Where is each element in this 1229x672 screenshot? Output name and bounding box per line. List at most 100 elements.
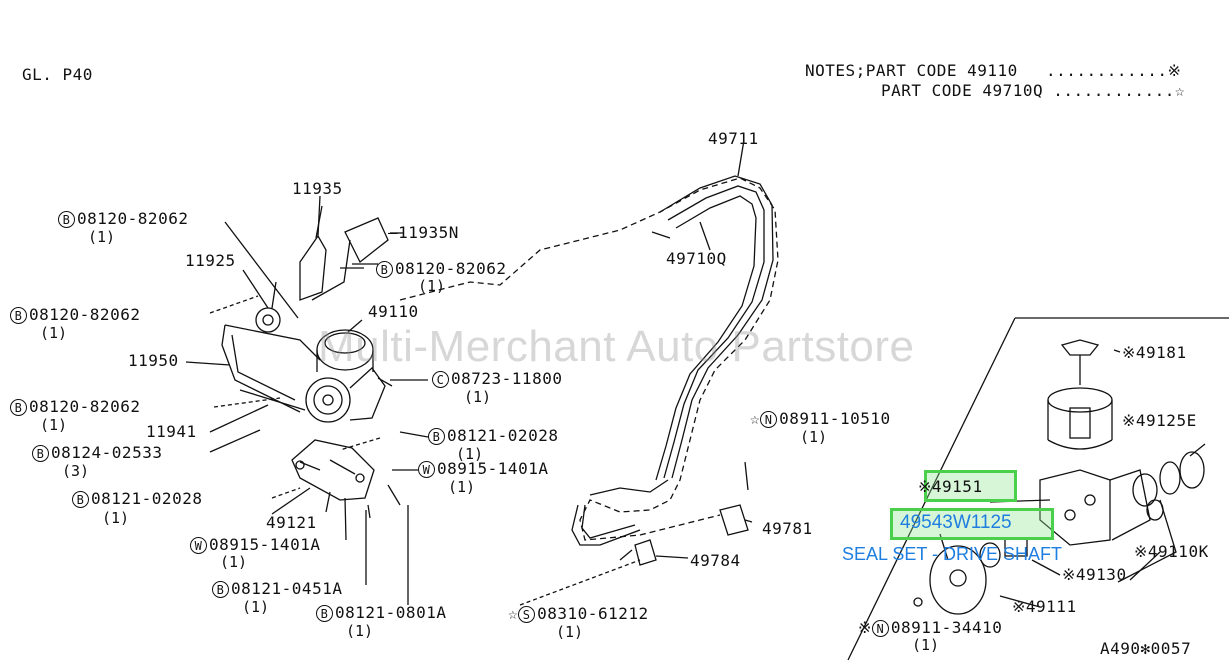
qty-label: (3) — [62, 462, 90, 480]
part-number-text: 49110K — [1147, 542, 1209, 561]
qty-label: (1) — [220, 553, 248, 571]
part-number-text: 49181 — [1135, 343, 1187, 362]
part-label-49181[interactable]: ※49181 — [1122, 344, 1187, 362]
part-label-11925[interactable]: 11925 — [185, 251, 236, 270]
part-number-text: 49111 — [1025, 597, 1077, 616]
bolt-symbol-icon: B — [32, 445, 49, 462]
bolt-symbol-icon: B — [316, 605, 333, 622]
qty-label: (1) — [346, 622, 374, 640]
nut-symbol-icon: N — [760, 411, 778, 428]
bolt-symbol-icon: B — [72, 491, 89, 508]
inset-frame — [847, 317, 1229, 661]
part-number-text: 08124-02533 — [51, 443, 163, 462]
part-label-49151[interactable]: ※49151 — [918, 478, 983, 496]
kome-mark-icon: ※ — [1012, 597, 1026, 616]
highlight-box-49543w1125[interactable] — [890, 508, 1054, 540]
qty-label: (1) — [102, 509, 130, 527]
part-label-11950[interactable]: 11950 — [128, 351, 179, 370]
part-number-text: 08723-11800 — [451, 369, 563, 388]
part-number-text: 08915-1401A — [209, 535, 321, 554]
part-label-49130[interactable]: ※49130 — [1062, 566, 1127, 584]
highlight-box-49151[interactable] — [924, 470, 1017, 502]
part-number-text: 49125E — [1135, 411, 1197, 430]
notes-line-1-leader: ............ — [1045, 61, 1168, 80]
watermark: Multi-Merchant Auto Partstore — [318, 322, 915, 371]
bolt-symbol-icon: B — [376, 261, 393, 278]
qty-label: (1) — [464, 388, 492, 406]
part-label-49111[interactable]: ※49111 — [1012, 598, 1077, 616]
part-number-text: 49130 — [1075, 565, 1127, 584]
part-number-text: 08120-82062 — [395, 259, 507, 278]
part-number-text: 08120-82062 — [29, 305, 141, 324]
pump-assembly-drawing — [209, 205, 401, 519]
kome-mark-icon: ※ — [1062, 565, 1076, 584]
part-number-text: 08911-10510 — [779, 409, 891, 428]
part-label-49121[interactable]: 49121 — [266, 513, 317, 532]
star-mark-icon: ☆ — [750, 409, 761, 428]
notes-mark-star: ☆ — [1174, 81, 1185, 100]
qty-label: (1) — [418, 277, 446, 295]
qty-label: (1) — [556, 623, 584, 641]
part-label-11935[interactable]: 11935 — [292, 179, 343, 198]
part-label-49125e[interactable]: ※49125E — [1122, 412, 1197, 430]
part-link-49543w1125[interactable]: 49543W1125 — [900, 512, 1012, 533]
arrow-icon: — — [388, 223, 399, 242]
qty-label: (1) — [912, 636, 940, 654]
qty-label: (1) — [448, 478, 476, 496]
part-number-text: 08120-82062 — [77, 209, 189, 228]
part-label-49781[interactable]: 49781 — [762, 519, 813, 538]
part-label-49710q[interactable]: 49710Q — [666, 249, 727, 268]
part-label-11935n[interactable]: —11935N — [388, 224, 459, 242]
part-number-text: 08915-1401A — [437, 459, 549, 478]
part-number-text: 49151 — [931, 477, 983, 496]
bolt-symbol-icon: B — [58, 211, 75, 228]
part-label-49110k[interactable]: ※49110K — [1134, 543, 1209, 561]
nut-symbol-icon: N — [871, 620, 889, 637]
part-label-49110[interactable]: 49110 — [368, 302, 419, 321]
part-number-text: 08121-0451A — [231, 579, 343, 598]
bolt-symbol-icon: B — [10, 399, 27, 416]
notes-line-2-label: PART CODE 49710Q — [881, 81, 1044, 100]
qty-label: (1) — [800, 428, 828, 446]
part-label-49784[interactable]: 49784 — [690, 551, 741, 570]
diagram-code: A490✻0057 — [1100, 639, 1192, 658]
part-number-text: 08121-02028 — [91, 489, 203, 508]
notes-mark-kome: ※ — [1167, 61, 1182, 80]
clip-symbol-icon: C — [432, 371, 449, 388]
part-number-text: 08121-0801A — [335, 603, 447, 622]
bolt-symbol-icon: B — [428, 428, 445, 445]
inset-parts-drawing — [913, 339, 1206, 615]
kome-mark-icon: ※ — [1122, 343, 1136, 362]
star-mark-icon: ☆ — [508, 604, 519, 623]
part-label-11941[interactable]: 11941 — [146, 422, 197, 441]
washer-symbol-icon: W — [418, 461, 435, 478]
part-label-49711[interactable]: 49711 — [708, 129, 759, 148]
notes-line-2: PART CODE 49710Q ............☆ — [881, 82, 1185, 100]
qty-label: (1) — [456, 445, 484, 463]
washer-symbol-icon: W — [190, 537, 207, 554]
qty-label: (1) — [40, 324, 68, 342]
hose-drawing — [399, 139, 779, 606]
bolt-symbol-icon: B — [212, 581, 229, 598]
caption-seal-set-drive-shaft[interactable]: SEAL SET - DRIVE SHAFT — [842, 544, 1063, 564]
part-number-text: 11935N — [398, 223, 459, 242]
notes-line-2-leader: ............ — [1053, 81, 1175, 100]
qty-label: (1) — [88, 228, 116, 246]
